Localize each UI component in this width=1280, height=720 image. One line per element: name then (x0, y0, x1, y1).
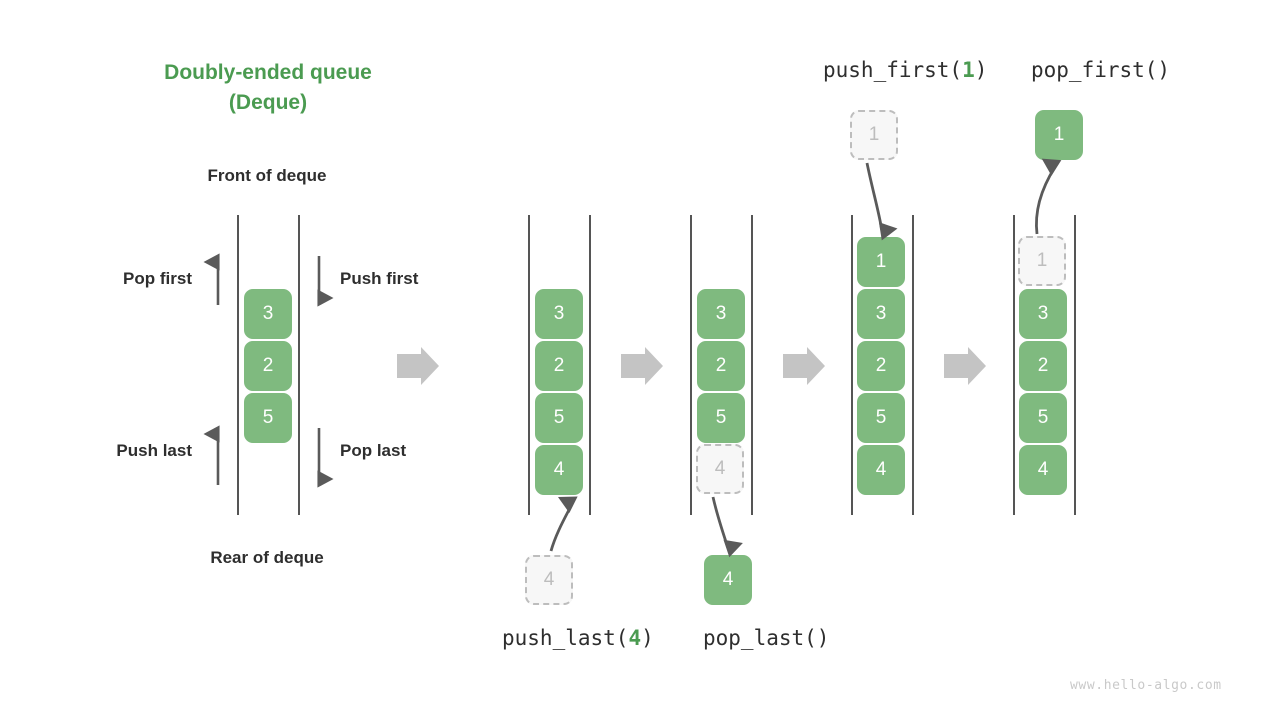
push-last-operation-name: push_last( (502, 626, 629, 650)
panel-4-cell-3: 5 (857, 393, 905, 443)
front-of-deque-label: Front of deque (207, 166, 327, 185)
panel-3-cell-2: 5 (697, 393, 745, 443)
panel-5-cell-3: 5 (1019, 393, 1067, 443)
panel-2-rail-left (528, 215, 530, 515)
panel-4-cell-0: 1 (857, 237, 905, 287)
panel-5-rail-left (1013, 215, 1015, 515)
panel-3-rail-left (690, 215, 692, 515)
flow-arrow-1 (397, 347, 439, 385)
panel-3-cell-0: 3 (697, 289, 745, 339)
panel-4-cell-2: 2 (857, 341, 905, 391)
panel-1-cell-2: 5 (244, 393, 292, 443)
panel-4-push-first-arrow (865, 162, 898, 241)
panel-5-cell-2: 2 (1019, 341, 1067, 391)
panel-5-outgoing-cell: 1 (1035, 110, 1083, 160)
panel-5-cell-0-ghost: 1 (1018, 236, 1066, 286)
push-first-operation-arg: 1 (962, 58, 975, 82)
title-line-1: Doubly-ended queue (164, 61, 372, 84)
panel-4-incoming-ghost-cell: 1 (850, 110, 898, 160)
push-first-operation-label: push_first(1) (823, 58, 987, 82)
push-first-operation-name: push_first( (823, 58, 963, 82)
panel-2-incoming-ghost-cell: 4 (525, 555, 573, 605)
panel-1-cell-1: 2 (244, 341, 292, 391)
panel-3-cell-3-ghost: 4 (696, 444, 744, 494)
panel-1-rail-left (237, 215, 239, 515)
panel-2-cell-0: 3 (535, 289, 583, 339)
panel-3-cell-1: 2 (697, 341, 745, 391)
push-last-operation-close: ) (641, 626, 654, 650)
panel-4-cell-4: 4 (857, 445, 905, 495)
panel-4-rail-left (851, 215, 853, 515)
pop-first-operation-label: pop_first() (1031, 58, 1171, 82)
pop-last-operation-label: pop_last() (703, 626, 830, 650)
panel-5-cell-4: 4 (1019, 445, 1067, 495)
flow-arrow-2 (621, 347, 663, 385)
panel-2-cell-1: 2 (535, 341, 583, 391)
flow-arrow-3 (783, 347, 825, 385)
panel-5-cell-1: 3 (1019, 289, 1067, 339)
panel-4-rail-right (912, 215, 914, 515)
push-first-label: Push first (340, 269, 419, 288)
flow-arrow-4 (944, 347, 986, 385)
pop-first-label: Pop first (123, 269, 192, 288)
panel-2-cell-3: 4 (535, 445, 583, 495)
push-last-operation-label: push_last(4) (502, 626, 654, 650)
push-last-label: Push last (116, 441, 192, 460)
panel-2-push-last-arrow (549, 496, 578, 552)
push-last-operation-arg: 4 (628, 626, 642, 650)
panel-5-rail-right (1074, 215, 1076, 515)
diagram-title: Doubly-ended queue (Deque) (148, 58, 388, 119)
panel-3-rail-right (751, 215, 753, 515)
panel-2-cell-2: 5 (535, 393, 583, 443)
rear-of-deque-label: Rear of deque (210, 548, 324, 567)
watermark: www.hello-algo.com (1070, 678, 1222, 693)
panel-1-rail-right (298, 215, 300, 515)
panel-2-rail-right (589, 215, 591, 515)
panel-5-pop-first-arrow (1035, 158, 1062, 235)
title-line-2: (Deque) (228, 91, 308, 115)
panel-3-pop-last-arrow (711, 496, 743, 558)
panel-1-cell-0: 3 (244, 289, 292, 339)
push-first-operation-close: ) (974, 58, 988, 82)
panel-4-cell-1: 3 (857, 289, 905, 339)
pop-last-label: Pop last (340, 441, 407, 460)
panel-3-outgoing-cell: 4 (704, 555, 752, 605)
